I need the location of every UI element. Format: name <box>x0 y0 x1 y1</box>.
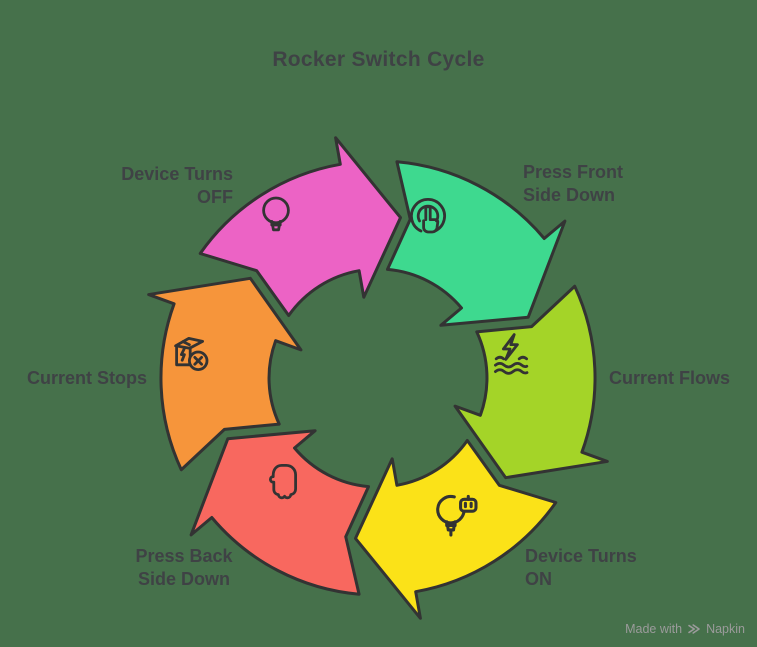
step-label-line: Current Flows <box>609 368 731 388</box>
tap-press-icon <box>410 198 446 234</box>
step-label-line: ON <box>525 569 552 589</box>
fist-press-icon <box>269 464 297 500</box>
step-label-press-front: Press Front Side Down <box>523 161 623 207</box>
made-with-text: Made with <box>625 622 683 636</box>
step-label-line: Side Down <box>523 185 616 205</box>
step-label-line: Device Turns <box>121 164 233 184</box>
made-with-napkin: Made with Napkin <box>625 622 745 636</box>
step-label-line: Side Down <box>137 569 230 589</box>
step-label-line: Device Turns <box>525 546 637 566</box>
step-label-line: OFF <box>197 187 233 207</box>
smart-bulb-icon <box>436 494 478 537</box>
step-label-current-stops: Current Stops <box>27 367 147 390</box>
step-label-press-back: Press Back Side Down <box>103 545 265 591</box>
brand-text: Napkin <box>706 622 745 636</box>
napkin-logo-icon <box>688 624 700 634</box>
step-label-current-flows: Current Flows <box>609 367 730 390</box>
step-label-line: Press Back <box>135 546 233 566</box>
step-label-line: Press Front <box>523 162 624 182</box>
lightning-over-waves-icon <box>494 333 529 375</box>
package-stop-icon <box>174 337 209 372</box>
diagram-title: Rocker Switch Cycle <box>272 48 485 71</box>
step-label-device-on: Device Turns ON <box>525 545 637 591</box>
bulb-off-icon <box>262 196 290 232</box>
step-label-device-off: Device Turns OFF <box>83 163 233 209</box>
step-label-line: Current Stops <box>27 368 148 388</box>
icon-layer <box>174 196 529 537</box>
